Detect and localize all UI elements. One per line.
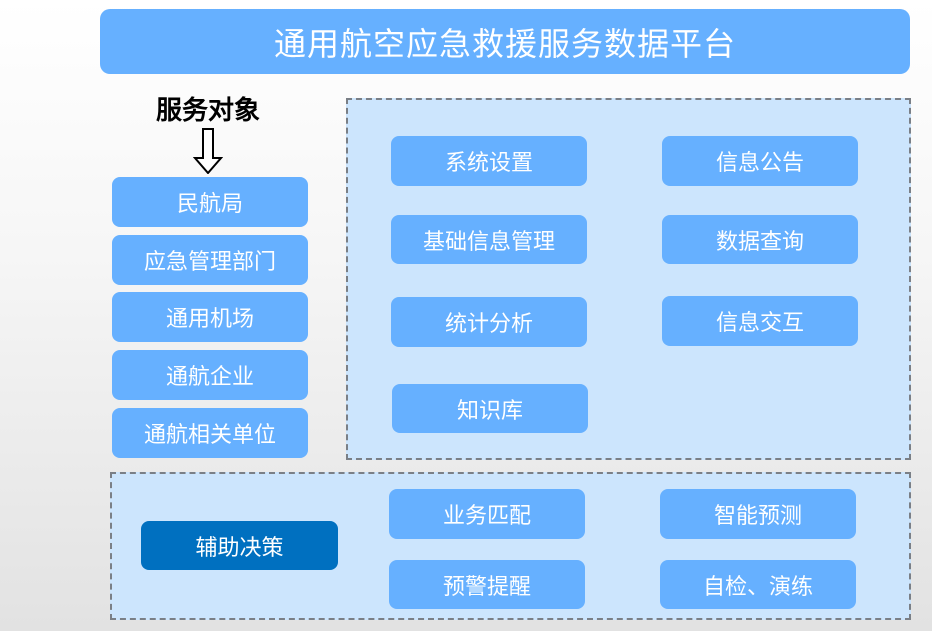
function-announcements[interactable]: 信息公告 — [662, 136, 858, 186]
decision-business-matching[interactable]: 业务匹配 — [389, 489, 585, 539]
decision-support-button[interactable]: 辅助决策 — [141, 521, 338, 570]
function-system-settings[interactable]: 系统设置 — [391, 136, 587, 186]
decision-self-check-drill[interactable]: 自检、演练 — [660, 560, 856, 609]
function-info-exchange[interactable]: 信息交互 — [662, 296, 858, 346]
function-statistics[interactable]: 统计分析 — [391, 297, 587, 347]
function-data-query[interactable]: 数据查询 — [662, 215, 858, 264]
service-target-ga-related-units[interactable]: 通航相关单位 — [112, 408, 308, 458]
service-targets-heading: 服务对象 — [155, 96, 260, 126]
service-target-caac[interactable]: 民航局 — [112, 177, 308, 227]
decision-early-warning[interactable]: 预警提醒 — [389, 560, 585, 609]
platform-title: 通用航空应急救援服务数据平台 — [100, 9, 910, 74]
service-target-general-airport[interactable]: 通用机场 — [112, 292, 308, 342]
decision-smart-prediction[interactable]: 智能预测 — [660, 489, 856, 539]
service-target-emergency-dept[interactable]: 应急管理部门 — [112, 235, 308, 285]
function-knowledge-base[interactable]: 知识库 — [392, 384, 588, 433]
service-target-ga-enterprise[interactable]: 通航企业 — [112, 350, 308, 400]
down-arrow-icon — [193, 128, 223, 174]
function-basic-info-mgmt[interactable]: 基础信息管理 — [391, 215, 587, 264]
